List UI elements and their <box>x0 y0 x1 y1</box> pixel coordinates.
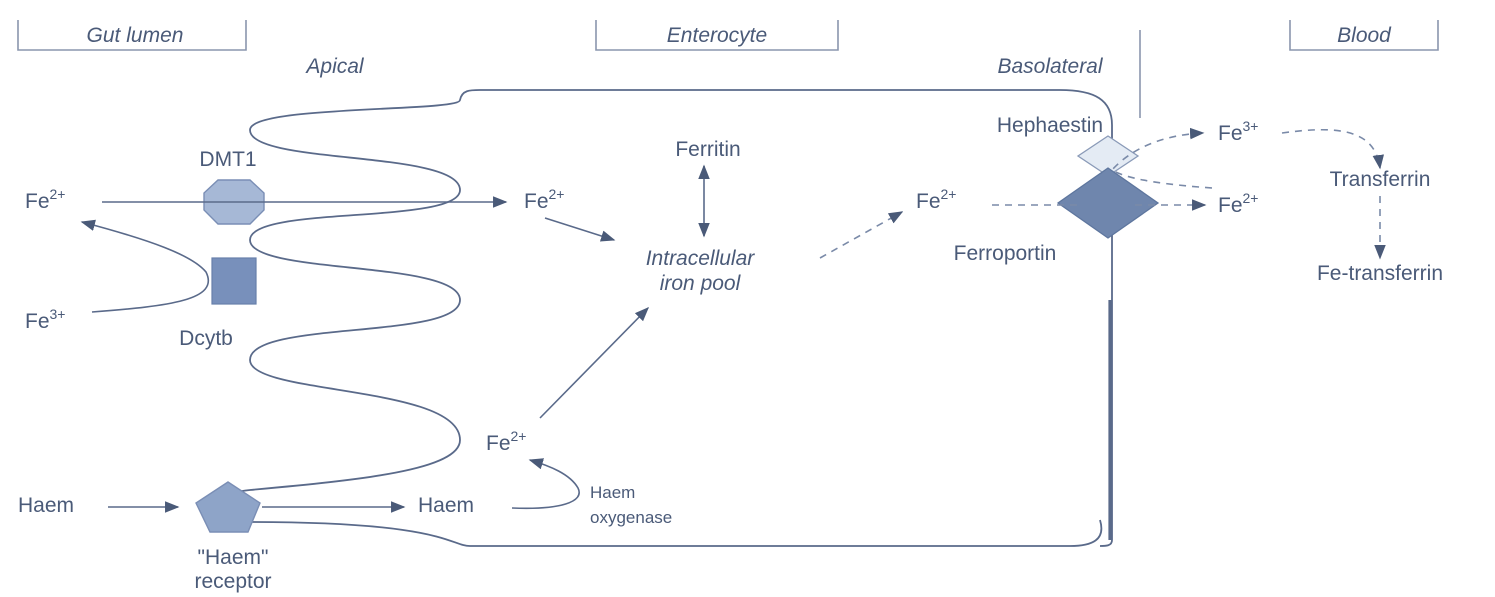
fe-transferrin-label: Fe-transferrin <box>1317 262 1443 285</box>
basolateral-label: Basolateral <box>997 55 1103 78</box>
fe3-to-transferrin-arrow <box>1282 130 1380 168</box>
hephaestin-label: Hephaestin <box>997 114 1103 137</box>
fe2-blood-label: Fe2+ <box>1218 190 1258 217</box>
haem-lumen-label: Haem <box>18 494 74 517</box>
fe2-lumen-label: Fe2+ <box>25 186 65 213</box>
iron-pool-label-2: iron pool <box>660 272 742 295</box>
pool-to-ferroportin-arrow <box>820 212 902 258</box>
fe3-blood-label: Fe3+ <box>1218 118 1258 145</box>
gut-lumen-label: Gut lumen <box>87 24 184 47</box>
haem-oxygenase-label-1: Haem <box>590 483 635 502</box>
transferrin-label: Transferrin <box>1330 168 1431 191</box>
fe3-lumen-label: Fe3+ <box>25 306 65 333</box>
haem-cytosol-label: Haem <box>418 494 474 517</box>
blood-label: Blood <box>1337 24 1392 47</box>
dcytb-reductase <box>212 258 256 304</box>
ferritin-label: Ferritin <box>675 138 740 161</box>
fe2-to-pool-arrow <box>545 218 614 240</box>
enterocyte-membrane <box>213 90 1113 546</box>
dmt1-label: DMT1 <box>199 148 256 171</box>
haem-oxygenase-label-2: oxygenase <box>590 508 672 527</box>
dcytb-reduction-arrow <box>82 222 208 312</box>
apical-label: Apical <box>304 55 365 78</box>
dcytb-label: Dcytb <box>179 327 233 350</box>
enterocyte-label: Enterocyte <box>667 24 767 47</box>
ferroportin-label: Ferroportin <box>954 242 1057 265</box>
fe2-cytosol-label: Fe2+ <box>524 186 564 213</box>
fe2-basolateral-label: Fe2+ <box>916 186 956 213</box>
iron-pool-label-1: Intracellular <box>646 247 756 270</box>
haem-iron-to-pool-arrow <box>540 308 648 418</box>
fe2-from-haem-label: Fe2+ <box>486 428 526 455</box>
haem-oxygenase-arrow <box>512 460 579 508</box>
haem-receptor-label-1: "Haem" <box>198 546 269 569</box>
ferroportin-diamond <box>1058 168 1158 238</box>
haem-receptor-label-2: receptor <box>194 570 271 593</box>
